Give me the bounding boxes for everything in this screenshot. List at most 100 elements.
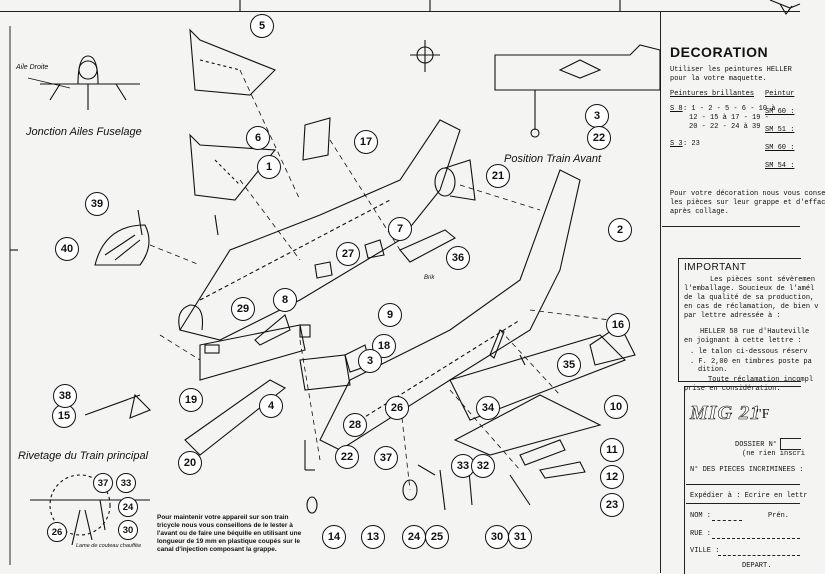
callout-25: 25 [425,525,449,549]
form-rien: (ne rien inscri [742,450,806,458]
decoration-footer-1: Pour votre décoration nous vous conse [670,190,825,198]
callout-37: 37 [374,446,398,470]
callout-8: 8 [273,288,297,312]
jonction-label: Jonction Ailes Fuselage [26,126,142,138]
form-pieces: N° DES PIECES INCRIMINEES : [690,466,804,474]
callout-15: 15 [52,404,76,428]
callout-3: 3 [358,349,382,373]
form-dossier: DOSSIER N° [735,441,778,449]
callout-35: 35 [557,353,581,377]
form-pren: Prén. [768,512,790,520]
callout-13: 13 [361,525,385,549]
callout-4: 4 [259,394,283,418]
callout-36: 36 [446,246,470,270]
ville-line[interactable] [718,555,800,556]
callout-31: 31 [508,525,532,549]
callout-9: 9 [378,303,402,327]
callout-rivet-33: 33 [116,473,136,493]
callout-26: 26 [385,396,409,420]
sm-1: SM 60 : [765,108,795,116]
callout-24: 24 [402,525,426,549]
rue-line[interactable] [712,538,800,539]
s8-parts-3: 20 - 22 - 24 à 39 [689,123,761,131]
callout-38: 38 [53,384,77,408]
s8-parts-2: 12 - 15 à 17 - 19 - [689,114,769,122]
nom-line[interactable] [712,520,742,521]
important-line-5: par lettre adressée à : [684,312,781,320]
callout-21: 21 [486,164,510,188]
callout-19: 19 [179,388,203,412]
callout-rivet-37: 37 [93,473,113,493]
important-title: IMPORTANT [684,262,747,273]
sm-2: SM 51 : [765,126,795,134]
callout-11: 11 [600,438,624,462]
callout-34: 34 [476,396,500,420]
callout-18: 18 [372,334,396,358]
callout-27: 27 [336,242,360,266]
callout-22: 22 [335,445,359,469]
callout-rivet-24: 24 [118,497,138,517]
important-line-1: Les pièces sont sévèremen [710,276,816,284]
brik-label: Brik [424,275,435,281]
mates-title: Peintur [765,90,795,98]
s3-code: S 3 [670,140,683,148]
important-line-12: prise en considération. [684,385,781,393]
decoration-footer-2: les pièces sur leur grappe et d'effac [670,199,825,207]
s8-code: S 8 [670,105,683,113]
important-line-4: en cas de réclamation, de bien v [684,303,819,311]
callout-40: 40 [55,237,79,261]
top-border [0,11,800,12]
aile-droite-label: Aile Droite [16,64,49,71]
callout-10: 10 [604,395,628,419]
callout-17: 17 [354,130,378,154]
callout-30: 30 [485,525,509,549]
important-line-8: . le talon ci-dessous réserv [690,348,808,356]
callout-32: 32 [471,454,495,478]
important-line-11: Toute réclamation incompl [708,376,814,384]
callout-6: 6 [246,126,270,150]
decoration-intro: Utiliser les peintures HELLER pour la vo… [670,66,792,83]
callout-29: 29 [231,297,255,321]
callout-14: 14 [322,525,346,549]
sm-4: SM 54 : [765,162,795,170]
important-line-9: . F. 2,00 en timbres poste pa [690,358,812,366]
callout-1: 1 [257,155,281,179]
callout-5: 5 [250,14,274,38]
dossier-box[interactable] [780,438,801,450]
form-rule-1 [686,484,800,485]
rivetage-label: Rivetage du Train principal [18,450,149,462]
form-rule-2 [686,503,800,504]
form-nom: NOM : [690,512,712,520]
callout-20: 20 [178,451,202,475]
important-line-2: l'emballage. Soucieux de l'amél [684,285,815,293]
callout-7: 7 [388,217,412,241]
position-train-label: Position Train Avant [504,153,602,165]
callout-28: 28 [343,413,367,437]
column-divider [660,11,661,573]
callout-rivet-26: 26 [47,522,67,542]
lame-label: Lame de couteau chauffée [76,543,142,549]
callout-23: 23 [600,493,624,517]
sm-3: SM 60 : [765,144,795,152]
callout-22-top: 22 [587,126,611,150]
callout-2: 2 [608,218,632,242]
form-depart: DEPART. [742,562,772,570]
form-rue: RUE : [690,530,712,538]
s3-parts: : 23 [683,140,700,148]
important-box [678,258,801,382]
decoration-title: DECORATION [670,44,769,60]
form-title-2: "F [756,407,770,422]
s8-parts-1: : 1 - 2 - 5 - 6 - 10 à [683,105,776,113]
ballast-note: Pour maintenir votre appareil sur son tr… [157,514,302,553]
form-expedier: Expédier à : Ecrire en lettr [690,492,808,500]
important-line-7: en joignant à cette lettre : [684,337,802,345]
form-title: MIG 21 [690,402,762,425]
brillantes-title: Peintures brillantes [670,90,755,98]
callout-12: 12 [600,465,624,489]
important-line-6: HELLER 58 rue d'Hauteville [700,328,810,336]
assembly-drawing [9,0,801,565]
callout-39: 39 [85,192,109,216]
callout-3-top: 3 [585,104,609,128]
decoration-rule [662,226,800,227]
